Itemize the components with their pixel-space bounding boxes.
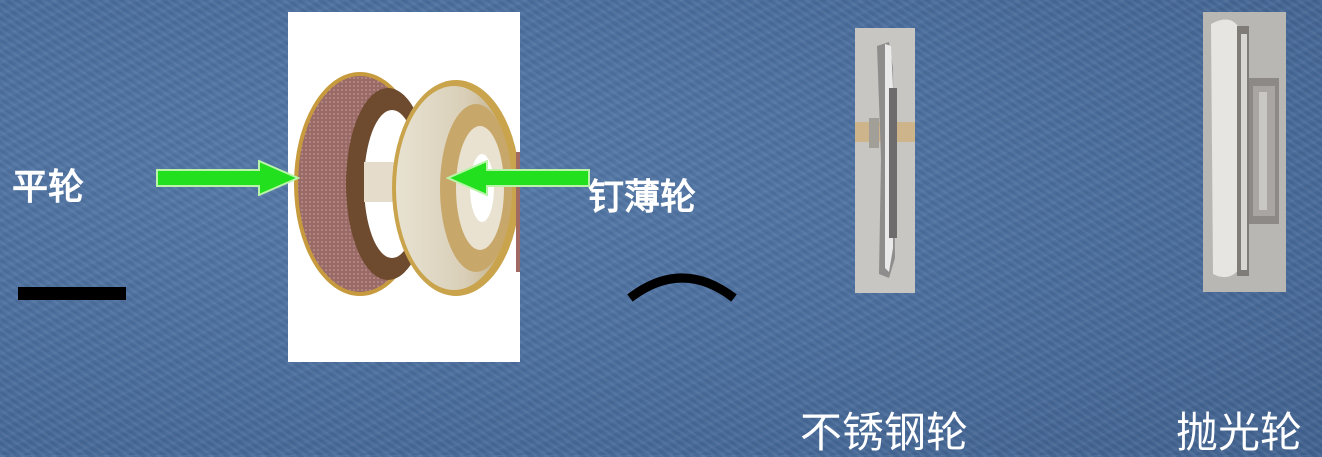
thin-nail-wheel-label: 钉薄轮 bbox=[588, 177, 697, 218]
stainless-wheel-illustration bbox=[855, 28, 915, 293]
flat-wheel-label: 平轮 bbox=[12, 167, 85, 208]
arrow-left-icon bbox=[446, 160, 590, 196]
stainless-wheel-label: 不锈钢轮 bbox=[800, 408, 969, 457]
arrow-right-icon bbox=[156, 160, 300, 196]
wheel-pair-illustration bbox=[294, 72, 520, 296]
stainless-wheel-photo bbox=[855, 28, 915, 293]
polish-wheel-photo bbox=[1203, 12, 1286, 292]
wheel-pair-photo bbox=[288, 12, 520, 362]
dash-symbol bbox=[18, 287, 126, 300]
polish-wheel-label: 抛光轮 bbox=[1176, 408, 1303, 457]
arc-symbol bbox=[627, 273, 737, 302]
polish-wheel-illustration bbox=[1203, 12, 1286, 292]
